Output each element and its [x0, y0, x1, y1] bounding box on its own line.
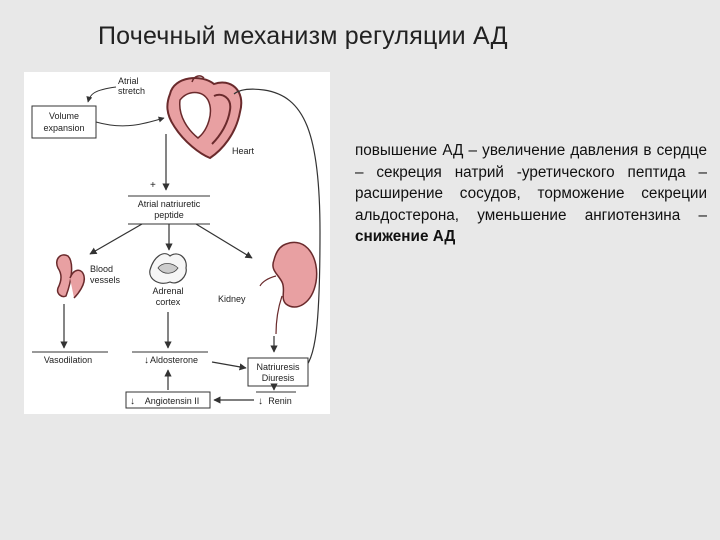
- arrow-stretch-to-volume: [86, 86, 117, 103]
- slide-title: Почечный механизм регуляции АД: [98, 22, 508, 50]
- explanation-chain: повышение АД – увеличение давления в сер…: [355, 142, 707, 224]
- arrow-anp-to-kidney: [195, 223, 253, 259]
- renin-down-arrow: ↓: [258, 396, 263, 407]
- kidney-illustration: [259, 241, 318, 335]
- aldosterone-node: ↓ Aldosterone: [132, 351, 208, 366]
- angiotensin-down-arrow: ↓: [130, 396, 135, 407]
- natriuresis-label-1: Natriuresis: [256, 362, 300, 372]
- aldosterone-label: Aldosterone: [150, 355, 198, 365]
- atrial-stretch-label-1: Atrial: [118, 76, 139, 86]
- feedback-loop-line: [233, 88, 321, 371]
- plus-sign: +: [150, 180, 156, 191]
- volume-expansion-label-2: expansion: [43, 123, 84, 133]
- anp-label-2: peptide: [154, 210, 184, 220]
- adrenal-label-1: Adrenal: [152, 286, 183, 296]
- natriuresis-label-2: Diuresis: [262, 373, 295, 383]
- vasodilation-label: Vasodilation: [44, 355, 92, 365]
- blood-vessels-illustration: [56, 254, 86, 299]
- explanation-conclusion: снижение АД: [355, 228, 456, 245]
- arrow-aldosterone-to-natriuresis: [211, 361, 247, 371]
- renin-node: ↓ Renin: [256, 391, 296, 407]
- vasodilation-node: Vasodilation: [32, 351, 108, 365]
- blood-vessels-label-2: vessels: [90, 275, 121, 285]
- anp-node: Atrial natriuretic peptide: [128, 195, 210, 225]
- anp-diagram: Volume expansion Atrial stretch Heart + …: [31, 75, 321, 409]
- angiotensin-node: ↓ Angiotensin II: [125, 391, 211, 409]
- atrial-stretch-label-2: stretch: [118, 86, 145, 96]
- adrenal-label-2: cortex: [156, 297, 181, 307]
- anp-label-1: Atrial natriuretic: [138, 199, 201, 209]
- explanation-text: повышение АД – увеличение давления в сер…: [355, 140, 707, 248]
- heart-label: Heart: [232, 146, 255, 156]
- aldosterone-down-arrow: ↓: [144, 355, 149, 366]
- angiotensin-label: Angiotensin II: [145, 396, 200, 406]
- volume-expansion-label-1: Volume: [49, 111, 79, 121]
- renin-label: Renin: [268, 396, 292, 406]
- blood-vessels-label-1: Blood: [90, 264, 113, 274]
- volume-expansion-node: Volume expansion: [31, 105, 97, 139]
- arrow-anp-to-vessels: [89, 223, 143, 255]
- arrow-volume-to-heart: [95, 116, 165, 127]
- kidney-label: Kidney: [218, 294, 246, 304]
- natriuresis-node: Natriuresis Diuresis: [247, 357, 309, 387]
- heart-illustration: [166, 75, 243, 160]
- anp-mechanism-figure: Volume expansion Atrial stretch Heart + …: [24, 72, 330, 414]
- adrenal-illustration: [149, 253, 187, 284]
